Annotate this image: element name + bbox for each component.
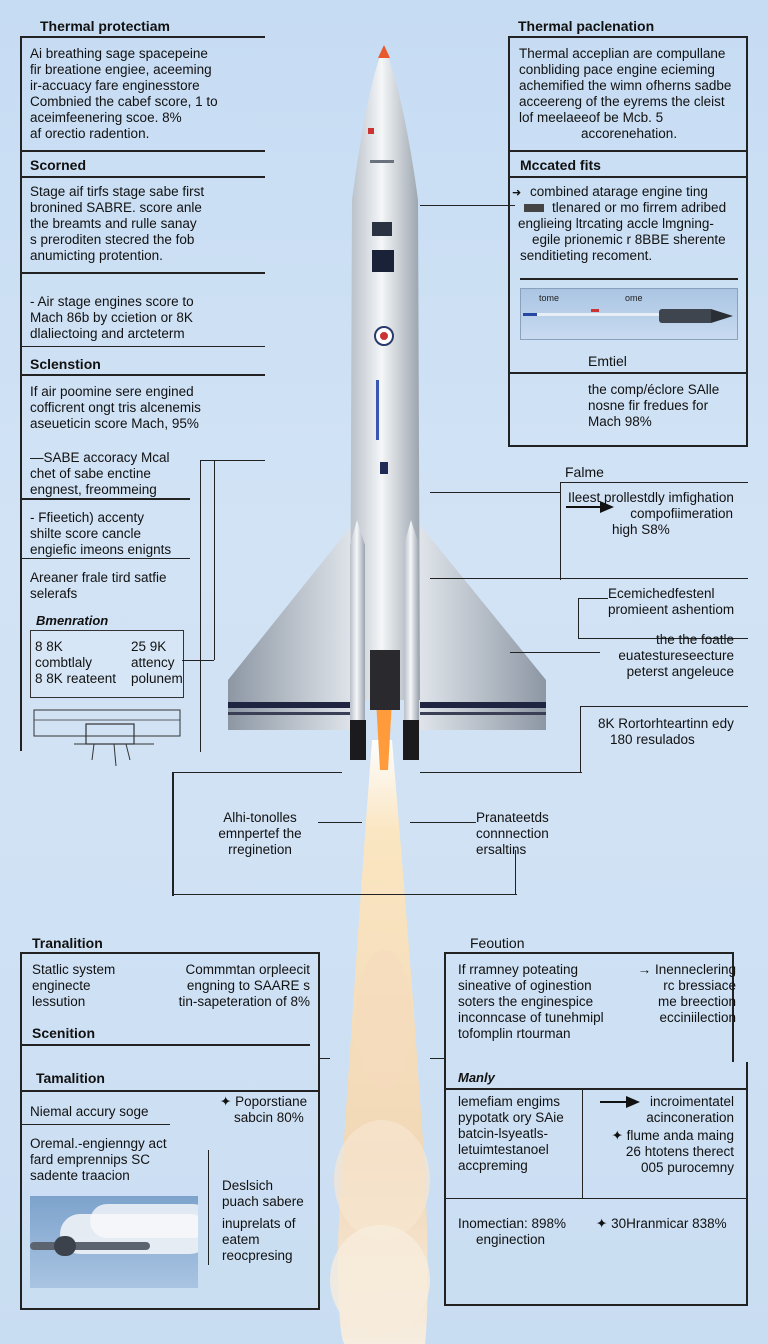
bar-marker bbox=[524, 204, 544, 212]
jet-photo bbox=[30, 1196, 198, 1288]
scorned-heading: Scorned bbox=[30, 157, 87, 173]
feoution-heading: Feoution bbox=[470, 935, 525, 951]
right-booster bbox=[404, 520, 419, 720]
arrow-icon bbox=[566, 506, 606, 508]
mccated-text: combined atarage engine ting tlenared or… bbox=[518, 184, 727, 263]
niemal-text: Niemal accury soge bbox=[30, 1104, 149, 1119]
left-thermal-heading: Thermal protectiam bbox=[40, 18, 170, 34]
schematic-diagram bbox=[33, 709, 181, 767]
manly-heading: Manly bbox=[458, 1070, 495, 1085]
scenition-heading: Scenition bbox=[32, 1025, 96, 1041]
arrow-icon: ➜ bbox=[512, 187, 522, 199]
plus-icon: ✦ bbox=[611, 1128, 627, 1143]
plus-icon: ✦ bbox=[596, 1216, 612, 1231]
poporstiane-text: ✦ Poporstiane sabcin 80% bbox=[220, 1094, 308, 1125]
final-stat-text: ✦ 30Hranmicar 838% bbox=[596, 1216, 727, 1231]
left-booster bbox=[350, 520, 365, 720]
falme-heading: Falme bbox=[565, 464, 604, 480]
inomection-text: Inomectian: 898% enginection bbox=[458, 1216, 567, 1247]
mccated-heading: Mccated fits bbox=[520, 157, 601, 173]
right-wing bbox=[420, 525, 546, 730]
tamalition-heading: Tamalition bbox=[36, 1070, 105, 1086]
rocket-body bbox=[350, 45, 420, 700]
exhaust-plume bbox=[330, 700, 430, 1344]
emtiel-heading: Emtiel bbox=[588, 353, 627, 369]
right-thermal-heading: Thermal paclenation bbox=[518, 18, 655, 34]
missile-image: tome ome bbox=[520, 288, 738, 340]
bmenration-heading: Bmenration bbox=[36, 613, 109, 628]
left-wing bbox=[228, 525, 352, 730]
tranalition-heading: Tranalition bbox=[32, 935, 103, 951]
arrow-icon: → bbox=[637, 962, 655, 977]
plus-icon: ✦ bbox=[220, 1094, 236, 1109]
rorton-text: 8K Rortorhteartinn edy 180 resulados bbox=[598, 716, 734, 747]
arrow-icon bbox=[600, 1101, 630, 1103]
sclenstion-heading: Sclenstion bbox=[30, 356, 101, 372]
